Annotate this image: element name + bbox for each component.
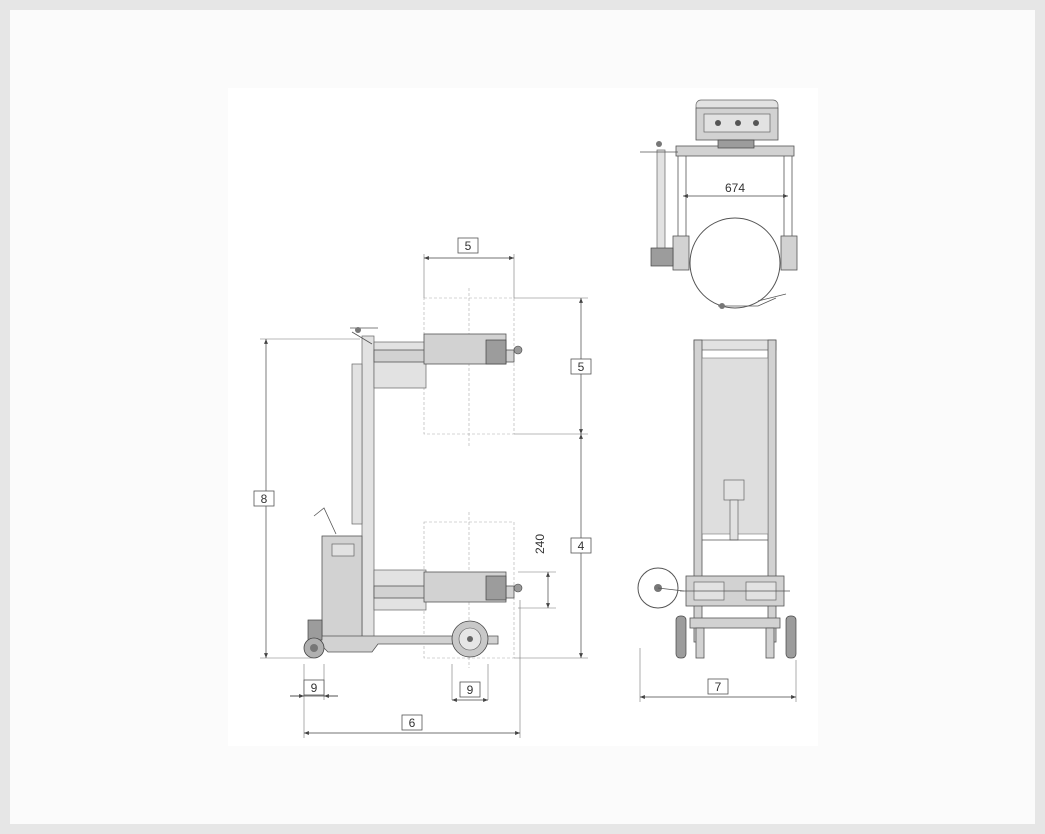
dim-label-9a: 9 (311, 681, 318, 695)
drum-strap (718, 297, 777, 307)
drawing-canvas: 6 7 4 (253, 99, 798, 738)
dim-box-9b (459, 681, 481, 698)
front-caster-mount (307, 619, 323, 641)
front-left-caster (695, 627, 705, 659)
dim-label-top-5: 5 (465, 239, 472, 253)
front-right-caster (765, 627, 775, 659)
dim-box-8 (253, 490, 275, 507)
battery-label (331, 543, 355, 557)
lower-clamp-block (485, 575, 507, 601)
tow-handle (313, 507, 337, 535)
handwheel-shaft (656, 149, 666, 261)
control-button-icon (753, 120, 759, 126)
handwheel-housing (650, 247, 674, 267)
dim-label-9b: 9 (467, 683, 474, 697)
rear-wheel-hub-icon (467, 636, 473, 642)
side-view: 5 8 5 4 240 9 9 6 (253, 237, 592, 738)
base-frame (311, 635, 499, 653)
front-right-wheel (785, 615, 797, 659)
dim-label-8: 8 (261, 492, 268, 506)
strap-buckle-icon (719, 303, 725, 309)
front-center-rod (729, 499, 739, 541)
handwheel-knob-icon (656, 141, 662, 147)
mast-top-knob-icon (355, 327, 361, 333)
mast-top-lever (351, 331, 373, 345)
dim-box-9a (303, 679, 325, 696)
dim-box-6 (401, 714, 423, 731)
front-view: 7 (637, 339, 797, 702)
dim-box-top-5 (457, 237, 479, 254)
dim-label-7: 7 (715, 680, 722, 694)
lower-clamp-screw-icon (513, 583, 523, 593)
dim-box-4 (570, 537, 592, 554)
dim-label-4: 4 (578, 539, 585, 553)
front-caster-hub-icon (310, 644, 318, 652)
front-top-bar (693, 339, 777, 351)
upper-clamp-screw-icon (513, 345, 523, 355)
front-base-bar (689, 617, 781, 629)
upper-carriage (373, 341, 427, 389)
top-bracket (717, 139, 755, 149)
technical-drawing: 6 7 4 (228, 88, 818, 746)
control-knob-icon (715, 120, 721, 126)
front-handwheel (637, 567, 679, 609)
mast-column (361, 335, 375, 639)
drum-outline (689, 217, 781, 309)
dim-label-6: 6 (409, 716, 416, 730)
right-clamp (780, 235, 798, 271)
dim-box-7 (707, 678, 729, 695)
dim-label-5v: 5 (578, 360, 585, 374)
front-handwheel-spindle (657, 587, 685, 592)
mast-rear-panel (351, 363, 363, 525)
upper-clamp-block (485, 339, 507, 365)
control-switch-icon (735, 120, 741, 126)
dim-label-240: 240 (533, 534, 547, 554)
dim-box-5v (570, 358, 592, 375)
left-clamp (672, 235, 690, 271)
front-left-wheel (675, 615, 687, 659)
front-control-box (723, 479, 745, 501)
dim-label-674: 674 (725, 181, 745, 195)
top-view: 674 (640, 99, 798, 309)
strap-lever (757, 293, 787, 302)
